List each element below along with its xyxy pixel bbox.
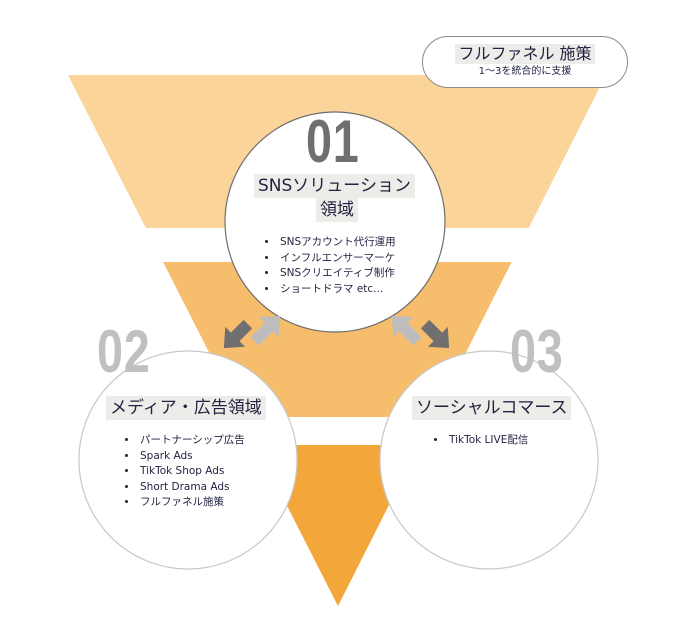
arrow-light-left-icon [250, 315, 281, 346]
list-item: フルファネル施策 [138, 495, 245, 511]
number-01: 01 [306, 108, 360, 175]
full-funnel-badge: フルファネル 施策 1〜3を統合的に支援 [422, 36, 628, 88]
badge-title: フルファネル 施策 [455, 44, 595, 64]
circle-01-title-line2: 領域 [316, 198, 358, 222]
list-item: SNSクリエイティブ制作 [278, 266, 396, 282]
arrow-light-right-icon [391, 315, 422, 346]
circle-01-list: SNSアカウント代行運用 インフルエンサーマーケ SNSクリエイティブ制作 ショ… [262, 235, 396, 297]
circle-01-title: SNSソリューション [254, 174, 415, 198]
circle-02-list: パートナーシップ広告 Spark Ads TikTok Shop Ads Sho… [122, 433, 245, 511]
circle-02-title: メディア・広告領域 [106, 396, 266, 420]
circle-03-list: TikTok LIVE配信 [431, 433, 528, 449]
list-item: Short Drama Ads [138, 480, 245, 496]
circle-03 [379, 350, 599, 570]
list-item: ショートドラマ etc... [278, 282, 396, 298]
circle-01 [224, 111, 446, 333]
badge-subtitle: 1〜3を統合的に支援 [478, 66, 572, 77]
list-item: パートナーシップ広告 [138, 433, 245, 449]
list-item: SNSアカウント代行運用 [278, 235, 396, 251]
list-item: Spark Ads [138, 449, 245, 465]
circle-03-title: ソーシャルコマース [412, 396, 572, 420]
arrow-dark-right-icon [420, 319, 450, 349]
number-03: 03 [510, 318, 564, 385]
list-item: TikTok LIVE配信 [447, 433, 528, 449]
number-02: 02 [97, 318, 151, 385]
arrow-dark-left-icon [223, 319, 253, 349]
list-item: インフルエンサーマーケ [278, 251, 396, 267]
list-item: TikTok Shop Ads [138, 464, 245, 480]
